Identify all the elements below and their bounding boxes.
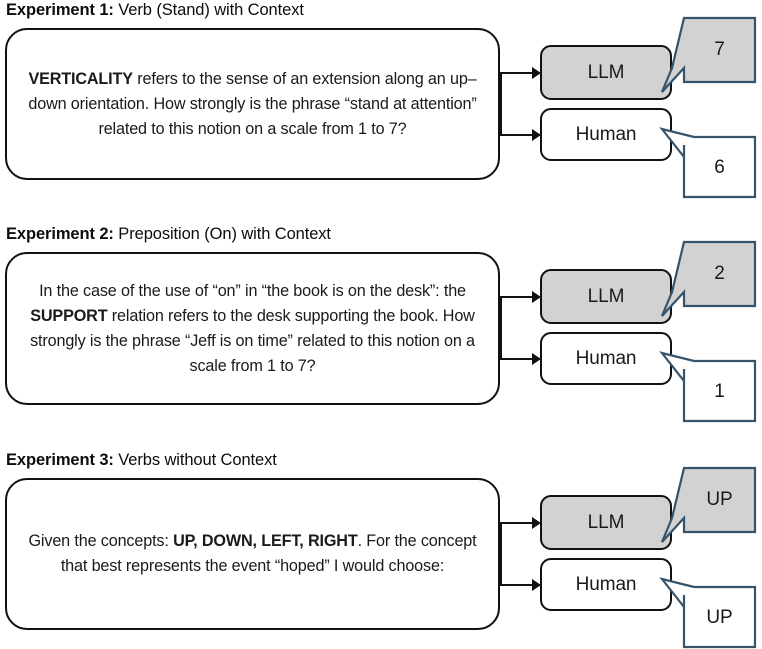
human-callout-2: 1 (659, 351, 762, 423)
experiment-description-2: Preposition (On) with Context (113, 225, 331, 243)
experiment-title-3: Experiment 3: Verbs without Context (6, 450, 277, 470)
connector-arm-llm-1 (500, 72, 534, 75)
prompt-text-2: In the case of the use of “on” in “the b… (30, 281, 475, 375)
human-label-3: Human (575, 573, 637, 595)
connector-arm-llm-2 (500, 296, 534, 299)
experiment-label-1: Experiment 1: (6, 1, 114, 19)
experiment-block-1: Experiment 1: Verb (Stand) with Context … (0, 0, 762, 215)
llm-label-1: LLM (587, 61, 625, 83)
connector-1 (500, 67, 544, 141)
human-box-3: Human (540, 558, 672, 611)
experiment-label-3: Experiment 3: (6, 451, 114, 469)
connector-arm-human-2 (500, 358, 534, 361)
prompt-box-1: VERTICALITY refers to the sense of an ex… (5, 28, 500, 180)
llm-box-1: LLM (540, 45, 672, 100)
connector-arm-human-1 (500, 134, 534, 137)
human-label-1: Human (575, 123, 637, 145)
human-box-1: Human (540, 108, 672, 161)
llm-box-2: LLM (540, 269, 672, 324)
human-label-2: Human (575, 347, 637, 369)
llm-box-3: LLM (540, 495, 672, 550)
human-box-2: Human (540, 332, 672, 385)
connector-spine-1 (500, 72, 503, 136)
experiment-block-3: Experiment 3: Verbs without Context Give… (0, 450, 762, 649)
human-callout-1: 6 (659, 127, 762, 199)
prompt-box-2: In the case of the use of “on” in “the b… (5, 252, 500, 405)
experiment-description-1: Verb (Stand) with Context (113, 1, 304, 19)
experiment-label-2: Experiment 2: (6, 225, 114, 243)
connector-arrowhead-human-3 (532, 579, 541, 591)
experiment-block-2: Experiment 2: Preposition (On) with Cont… (0, 224, 762, 440)
connector-spine-2 (500, 296, 503, 360)
connector-arm-human-3 (500, 584, 534, 587)
connector-arrowhead-llm-3 (532, 517, 541, 529)
experiment-title-1: Experiment 1: Verb (Stand) with Context (6, 0, 304, 20)
connector-arrowhead-human-1 (532, 129, 541, 141)
connector-spine-3 (500, 522, 503, 586)
connector-arrowhead-llm-1 (532, 67, 541, 79)
connector-arrowhead-llm-2 (532, 291, 541, 303)
llm-label-2: LLM (587, 285, 625, 307)
llm-callout-1: 7 (660, 16, 762, 94)
prompt-text-1: VERTICALITY refers to the sense of an ex… (28, 69, 477, 138)
llm-label-3: LLM (587, 511, 625, 533)
prompt-box-3: Given the concepts: UP, DOWN, LEFT, RIGH… (5, 478, 500, 630)
human-callout-3: UP (659, 577, 762, 649)
prompt-text-3: Given the concepts: UP, DOWN, LEFT, RIGH… (28, 532, 477, 575)
experiment-description-3: Verbs without Context (113, 451, 277, 469)
connector-2 (500, 291, 544, 365)
llm-callout-3: UP (660, 466, 762, 544)
llm-callout-2: 2 (660, 240, 762, 318)
experiment-title-2: Experiment 2: Preposition (On) with Cont… (6, 224, 331, 244)
connector-arm-llm-3 (500, 522, 534, 525)
connector-3 (500, 517, 544, 591)
connector-arrowhead-human-2 (532, 353, 541, 365)
